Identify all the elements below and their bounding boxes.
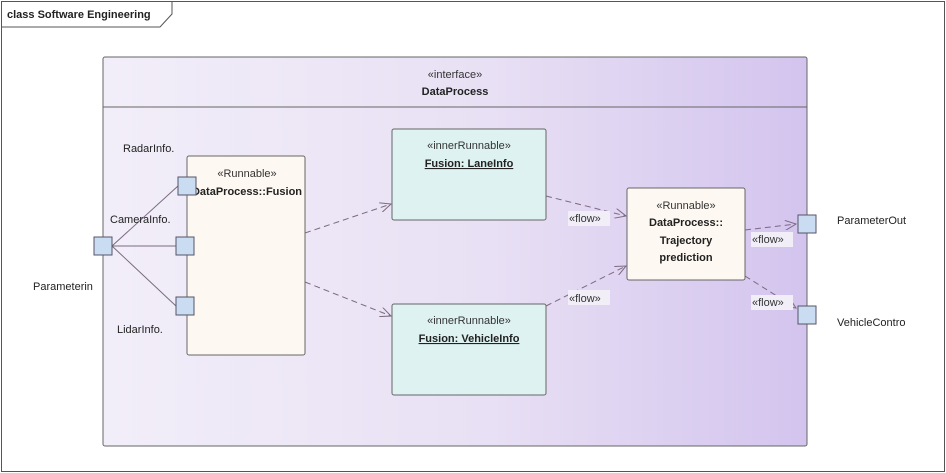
- port-parameterout: [797, 214, 817, 234]
- port-label-lidar: LidarInfo.: [117, 324, 163, 336]
- port-camera: [175, 236, 195, 256]
- port-label-camera: CameraInfo.: [110, 214, 171, 226]
- flow-fusion-to-vehicleinfo: [304, 281, 391, 316]
- port-label-radar: RadarInfo.: [123, 143, 174, 155]
- trajectory-name-line-2: Trajectory: [660, 235, 713, 247]
- laneinfo-stereotype: «innerRunnable»: [427, 140, 511, 152]
- port-label-vehiclecontrol: VehicleContro: [837, 317, 906, 329]
- flow-label-4: «flow»: [752, 297, 784, 309]
- port-label-parameterout: ParameterOut: [837, 215, 906, 227]
- flow-vehicleinfo-to-trajectory: [545, 266, 626, 307]
- port-radar: [177, 176, 197, 196]
- frame-title: class Software Engineering: [7, 9, 151, 21]
- interface-stereotype: «interface»: [428, 69, 482, 81]
- vehicleinfo-inner-runnable[interactable]: «innerRunnable» Fusion: VehicleInfo: [391, 303, 547, 396]
- flow-label-bg-1: [568, 211, 610, 226]
- flow-label-bg-2: [568, 290, 610, 305]
- flow-laneinfo-to-trajectory: [545, 195, 626, 216]
- flow-dependencies: [304, 195, 796, 316]
- fusion-runnable[interactable]: «Runnable» DataProcess::Fusion: [186, 155, 306, 356]
- interface-name: DataProcess: [422, 86, 489, 98]
- flow-label-1: «flow»: [569, 213, 601, 225]
- delegation-connectors: [111, 185, 179, 307]
- port-parameterin: [93, 236, 113, 256]
- flow-label-bg-4: [751, 295, 793, 310]
- fusion-name: DataProcess::Fusion: [192, 186, 302, 198]
- flow-label-2: «flow»: [569, 293, 601, 305]
- vehicleinfo-name: Fusion: VehicleInfo: [419, 333, 520, 345]
- port-vehiclecontrol: [797, 305, 817, 325]
- port-lidar: [175, 296, 195, 316]
- frame-title-tab: [1, 1, 173, 28]
- flow-trajectory-to-parameterout: [744, 224, 796, 231]
- trajectory-stereotype: «Runnable»: [656, 200, 715, 212]
- vehicleinfo-stereotype: «innerRunnable»: [427, 315, 511, 327]
- flow-fusion-to-laneinfo: [304, 204, 391, 234]
- fusion-stereotype: «Runnable»: [217, 168, 276, 180]
- flow-label-3: «flow»: [752, 234, 784, 246]
- trajectory-runnable[interactable]: «Runnable» DataProcess:: Trajectory pred…: [626, 187, 746, 281]
- trajectory-name-line-3: prediction: [659, 252, 712, 264]
- laneinfo-inner-runnable[interactable]: «innerRunnable» Fusion: LaneInfo: [391, 128, 547, 221]
- laneinfo-name: Fusion: LaneInfo: [425, 158, 514, 170]
- port-label-parameterin: Parameterin: [33, 281, 93, 293]
- trajectory-name-line-1: DataProcess::: [649, 217, 723, 229]
- flow-label-bg-3: [751, 232, 793, 247]
- ports[interactable]: [93, 176, 817, 325]
